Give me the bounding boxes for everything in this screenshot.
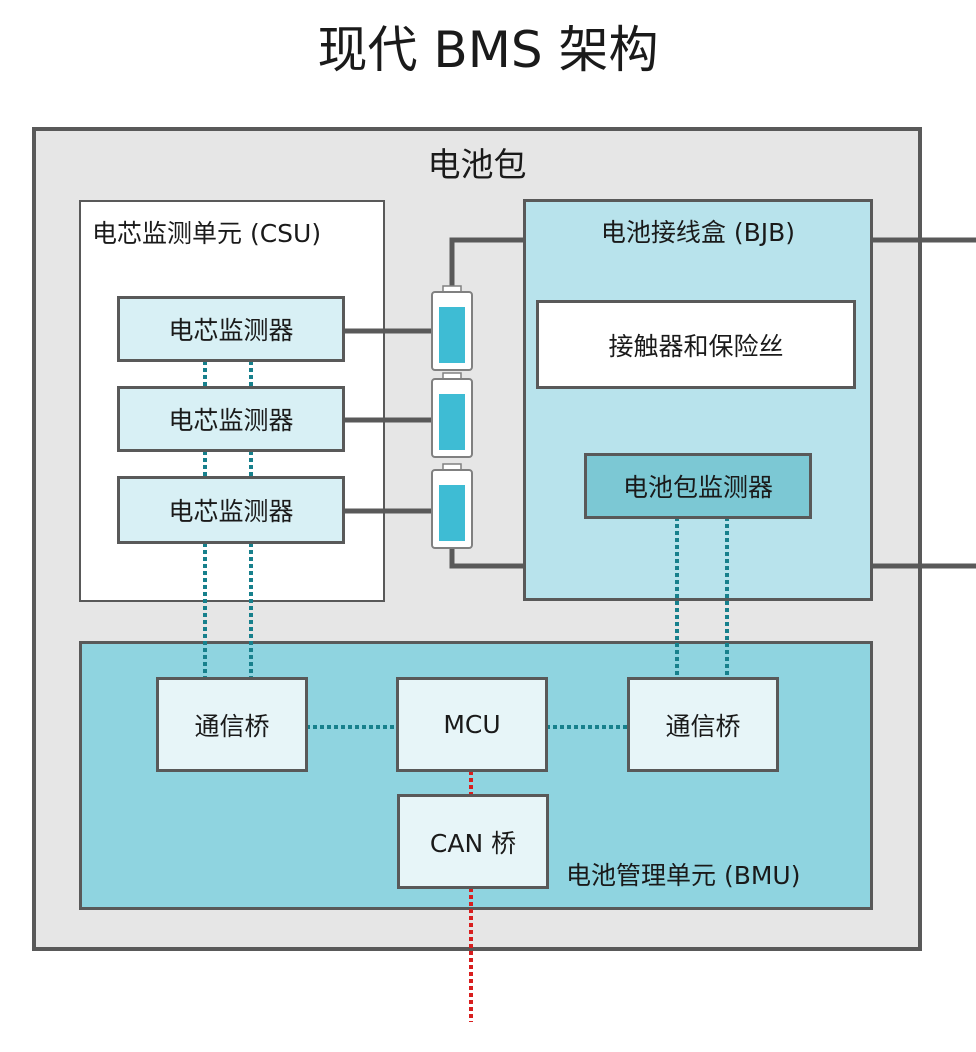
battery-junction-box (523, 199, 873, 601)
battery-cell (431, 372, 473, 458)
csu-label: 电芯监测单元 (CSU) (92, 219, 322, 248)
cell-monitor: 电芯监测器 (117, 386, 345, 452)
mcu: MCU (396, 677, 548, 772)
bmu-label: 电池管理单元 (BMU) (566, 861, 801, 890)
comm-links (203, 361, 729, 729)
pack-monitor: 电池包监测器 (584, 453, 812, 519)
battery-cell (431, 463, 473, 549)
page-title: 现代 BMS 架构 (317, 21, 659, 79)
bjb-label: 电池接线盒 (BJB) (600, 218, 796, 247)
cell-monitor: 电芯监测器 (117, 296, 345, 362)
cell-stack (431, 285, 473, 549)
comm-bridge-right: 通信桥 (627, 677, 779, 772)
cell-string-top-line (449, 237, 523, 291)
power-lines (343, 237, 976, 569)
comm-bridge-left: 通信桥 (156, 677, 308, 772)
battery-cell (431, 285, 473, 371)
cell-string-bottom-line (449, 548, 523, 569)
cell-monitor: 电芯监测器 (117, 476, 345, 544)
can-bridge: CAN 桥 (397, 794, 549, 889)
contactors-and-fuses: 接触器和保险丝 (536, 300, 856, 389)
battery-pack-label: 电池包 (427, 145, 527, 184)
